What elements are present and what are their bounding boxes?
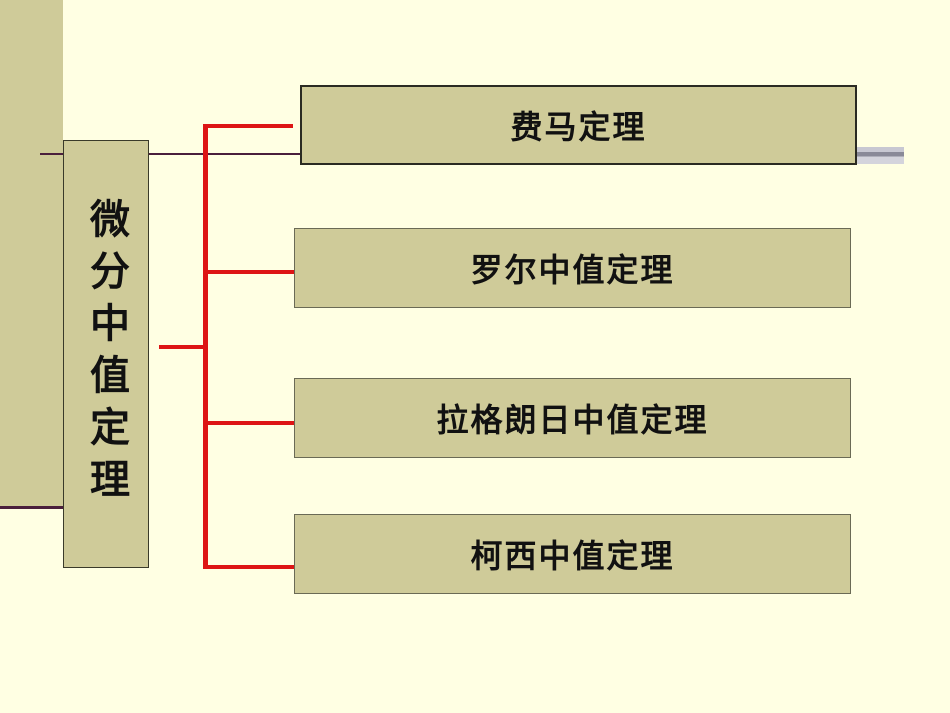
left-decorative-band — [0, 0, 63, 508]
child-node-fermat: 费马定理 — [300, 85, 857, 165]
child-node-label: 柯西中值定理 — [470, 537, 675, 575]
left-band-bottom-rule — [0, 506, 63, 509]
connector-branch-1 — [203, 124, 293, 128]
connector-root-stub — [159, 345, 205, 349]
child-node-rolle: 罗尔中值定理 — [294, 228, 851, 308]
top-decorative-rule — [40, 153, 302, 155]
connector-branch-2 — [203, 270, 295, 274]
root-node: 微分中值定理 — [63, 140, 149, 568]
connector-branch-4 — [203, 565, 295, 569]
child-node-cauchy: 柯西中值定理 — [294, 514, 851, 594]
child-node-label: 罗尔中值定理 — [470, 251, 675, 289]
child-node-label: 费马定理 — [510, 108, 647, 146]
root-node-label: 微分中值定理 — [83, 198, 130, 510]
right-decorative-rule — [856, 147, 904, 164]
connector-trunk — [203, 124, 208, 569]
child-node-label: 拉格朗日中值定理 — [436, 401, 709, 439]
connector-branch-3 — [203, 421, 295, 425]
child-node-lagrange: 拉格朗日中值定理 — [294, 378, 851, 458]
